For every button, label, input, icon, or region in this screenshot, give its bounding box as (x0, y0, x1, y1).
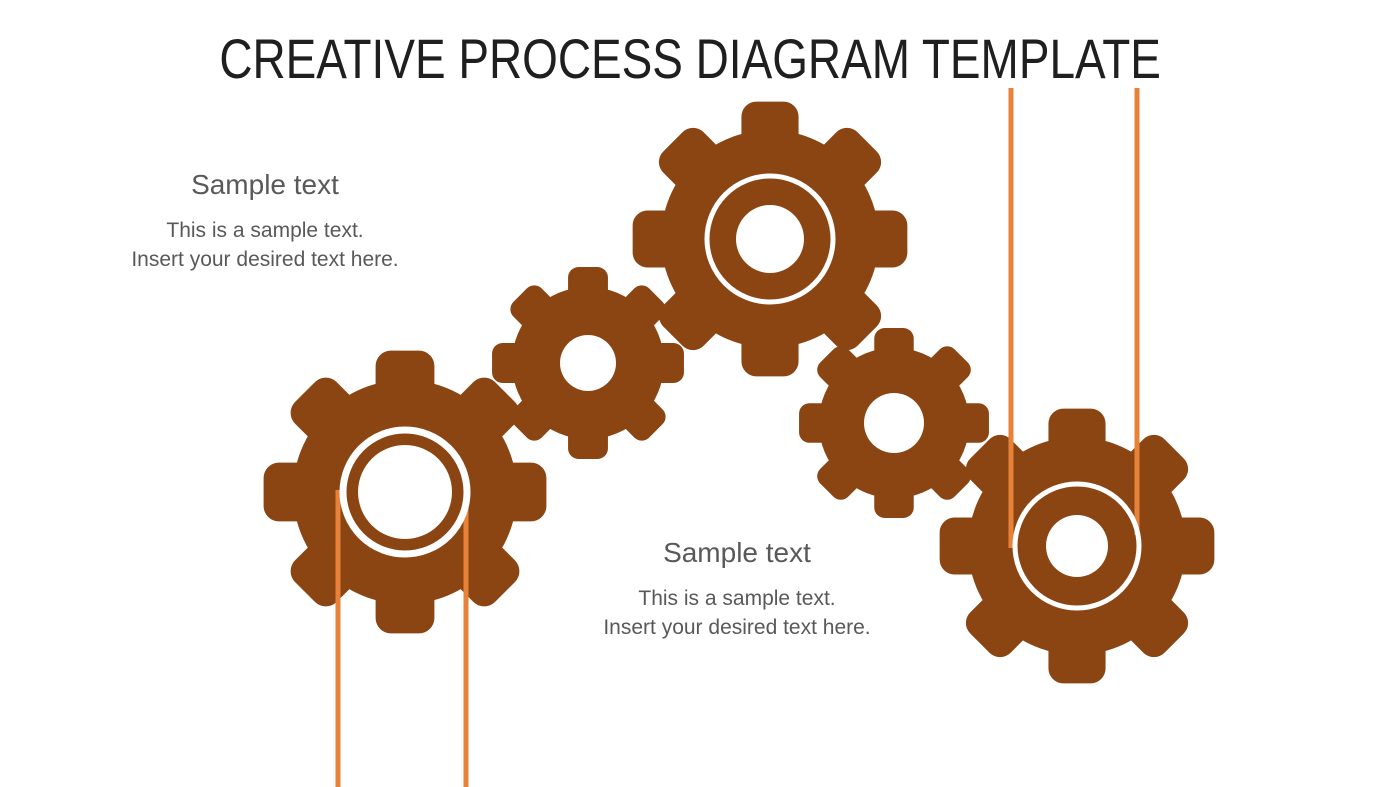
page-title: CREATIVE PROCESS DIAGRAM TEMPLATE (0, 26, 1380, 91)
gear-bottom-left-ring (339, 426, 471, 558)
page-title-text: CREATIVE PROCESS DIAGRAM TEMPLATE (219, 27, 1161, 90)
text-block-right-heading: Sample text (663, 537, 811, 568)
text-block-left-line2: Insert your desired text here. (131, 248, 399, 271)
text-block-left-line1: This is a sample text. (166, 219, 364, 242)
text-block-right-line1: This is a sample text. (638, 587, 836, 610)
gear-bottom-right-icon (939, 408, 1215, 684)
gear-small-right-icon (799, 328, 989, 518)
gear-bottom-right-ring (1012, 481, 1142, 611)
gear-top-center-icon (632, 101, 908, 377)
text-block-left-heading: Sample text (191, 169, 339, 200)
gear-top-center-ring (704, 173, 836, 305)
gear-small-upper-left-icon (492, 267, 684, 459)
gear-bottom-left-icon (263, 350, 547, 634)
text-block-left: Sample text This is a sample text. Inser… (85, 169, 445, 274)
text-block-right: Sample text This is a sample text. Inser… (557, 537, 917, 642)
text-block-right-line2: Insert your desired text here. (603, 616, 871, 639)
